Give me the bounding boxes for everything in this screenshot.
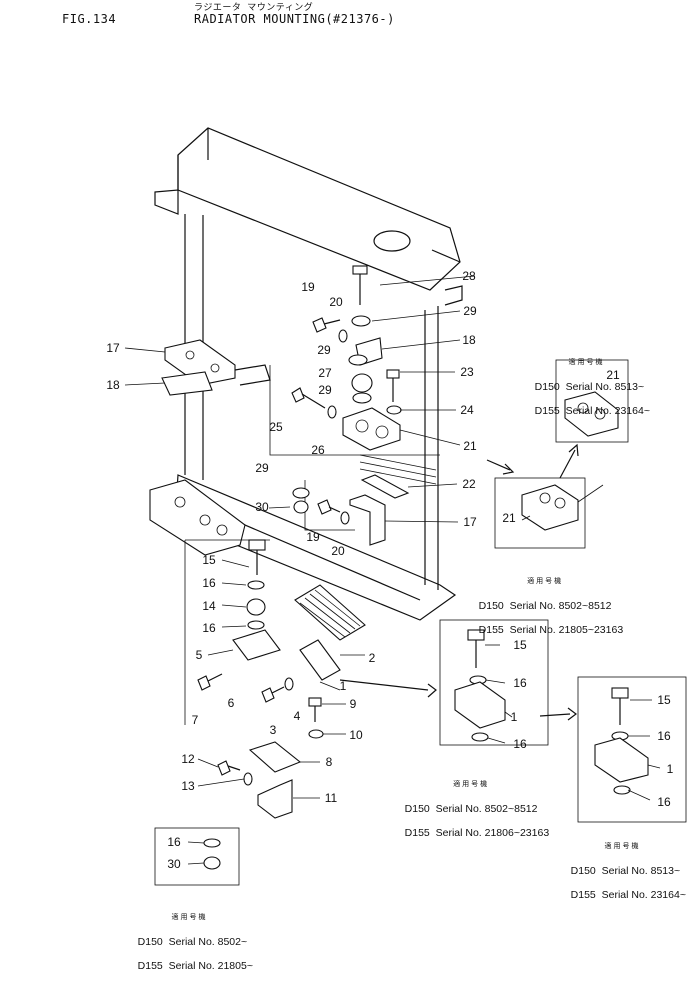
callout-2: 2	[368, 651, 376, 665]
callout-28: 28	[462, 269, 476, 283]
callout-21: 21	[606, 368, 620, 382]
serial-note-e-heading: 適用号機	[171, 914, 208, 921]
callout-3: 3	[269, 723, 277, 737]
serial-note-e: 適用号機 D150 Serial No. 8502~ D155 Serial N…	[126, 888, 253, 984]
serial-note-b: 適用号機 D150 Serial No. 8502~8512 D155 Seri…	[467, 552, 623, 648]
callout-16: 16	[513, 676, 527, 690]
serial-note-c: 適用号機 D150 Serial No. 8502~8512 D155 Seri…	[393, 755, 549, 851]
serial-note-c-heading: 適用号機	[453, 781, 490, 788]
serial-note-b-heading: 適用号機	[527, 578, 564, 585]
left-upper-brackets	[161, 339, 271, 396]
callout-16: 16	[202, 621, 216, 635]
callout-10: 10	[349, 728, 363, 742]
callout-16: 16	[657, 729, 671, 743]
callout-8: 8	[325, 755, 333, 769]
serial-note-d-line1: D150 Serial No. 8513~	[570, 865, 681, 877]
serial-note-b-line1: D150 Serial No. 8502~8512	[478, 600, 612, 612]
callout-1: 1	[339, 679, 347, 693]
callout-17: 17	[106, 341, 120, 355]
callout-7: 7	[191, 713, 199, 727]
callout-30: 30	[167, 857, 181, 871]
callout-17: 17	[463, 515, 477, 529]
callout-25: 25	[269, 420, 283, 434]
callout-12: 12	[181, 752, 195, 766]
callout-23: 23	[460, 365, 474, 379]
diagram-title: RADIATOR MOUNTING(#21376-)	[194, 12, 395, 26]
serial-note-c-line1: D150 Serial No. 8502~8512	[404, 803, 538, 815]
callout-20: 20	[329, 295, 343, 309]
lower-left-mount	[149, 479, 366, 641]
callout-21: 21	[502, 511, 516, 525]
callout-19: 19	[301, 280, 315, 294]
callout-13: 13	[181, 779, 195, 793]
serial-note-a-line1: D150 Serial No. 8513~	[534, 381, 645, 393]
serial-note-c-line2: D155 Serial No. 21806~23163	[404, 827, 550, 839]
callout-5: 5	[195, 648, 203, 662]
callout-4: 4	[293, 709, 301, 723]
callout-18: 18	[106, 378, 120, 392]
callout-29: 29	[317, 343, 331, 357]
serial-note-a-line2: D155 Serial No. 23164~	[534, 405, 650, 417]
callout-19: 19	[306, 530, 320, 544]
callout-15: 15	[513, 638, 527, 652]
leader-lines	[124, 275, 661, 865]
callout-1: 1	[666, 762, 674, 776]
callout-16: 16	[657, 795, 671, 809]
callout-29: 29	[255, 461, 269, 475]
serial-note-b-line2: D155 Serial No. 21805~23163	[478, 624, 624, 636]
callout-6: 6	[227, 696, 235, 710]
title-japanese: ラジエータ マウンティング	[194, 3, 314, 13]
serial-note-a-heading: 適用号機	[568, 359, 605, 366]
callout-16: 16	[513, 737, 527, 751]
serial-note-d: 適用号機 D150 Serial No. 8513~ D155 Serial N…	[559, 817, 686, 913]
callout-11: 11	[324, 791, 338, 805]
callout-30: 30	[255, 500, 269, 514]
callout-18: 18	[462, 333, 476, 347]
callout-21: 21	[463, 439, 477, 453]
callout-1: 1	[510, 710, 518, 724]
callout-22: 22	[462, 477, 476, 491]
serial-note-e-line1: D150 Serial No. 8502~	[137, 936, 248, 948]
serial-note-a: 適用号機 D150 Serial No. 8513~ D155 Serial N…	[523, 333, 650, 429]
detail-box-contents	[203, 391, 649, 870]
callout-15: 15	[657, 693, 671, 707]
callout-29: 29	[463, 304, 477, 318]
callout-9: 9	[349, 697, 357, 711]
callout-26: 26	[311, 443, 325, 457]
callout-15: 15	[202, 553, 216, 567]
serial-note-d-heading: 適用号機	[604, 843, 641, 850]
transition-arrows	[339, 443, 579, 721]
callout-24: 24	[460, 403, 474, 417]
serial-note-e-line2: D155 Serial No. 21805~	[137, 960, 253, 972]
callout-20: 20	[331, 544, 345, 558]
figure-number: FIG.134	[62, 12, 117, 26]
callout-14: 14	[202, 599, 216, 613]
serial-note-d-line2: D155 Serial No. 23164~	[570, 889, 686, 901]
callout-16: 16	[167, 835, 181, 849]
callout-29: 29	[318, 383, 332, 397]
callout-27: 27	[318, 366, 332, 380]
callout-16: 16	[202, 576, 216, 590]
